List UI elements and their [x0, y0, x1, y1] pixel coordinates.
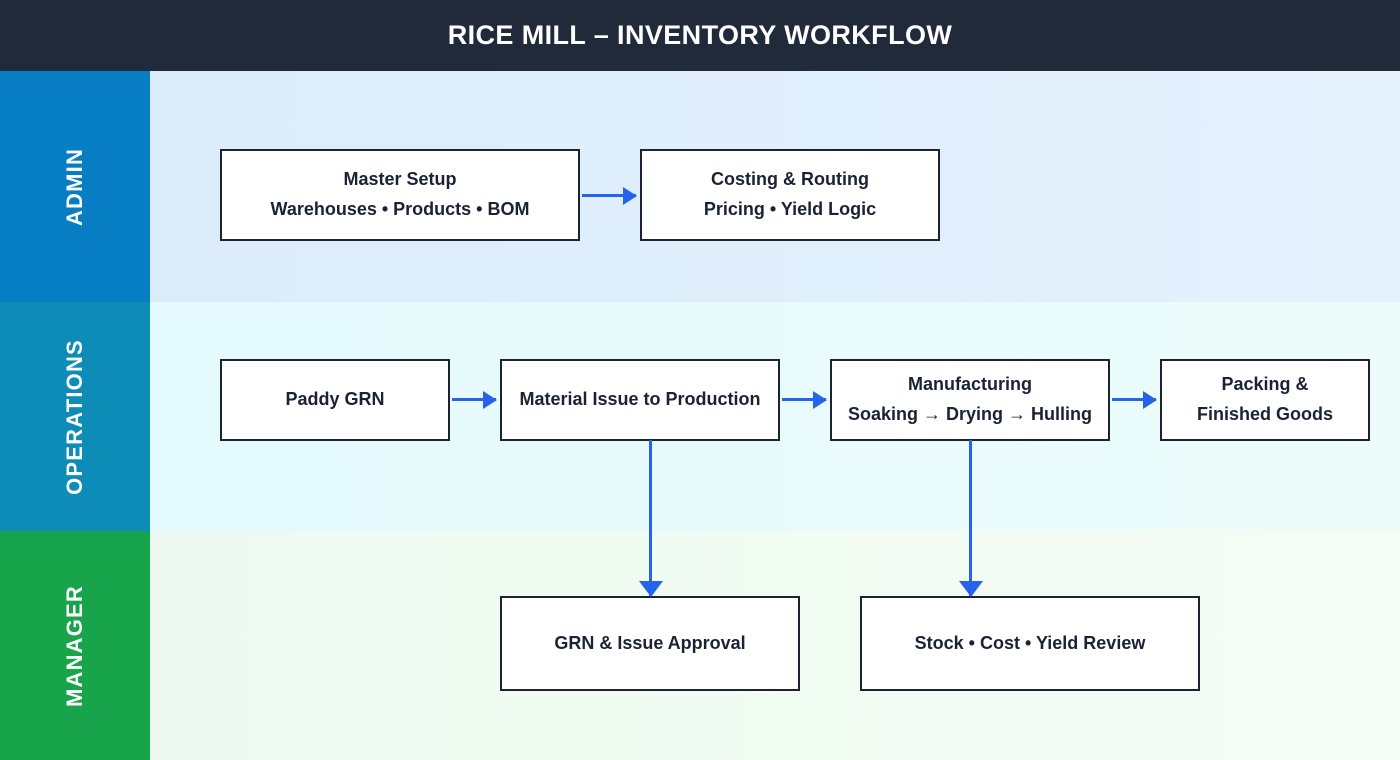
node-packing-subtitle: Finished Goods [1196, 404, 1333, 424]
swimlane-label-operations: OPERATIONS [62, 338, 88, 495]
swimlane-tab-manager: MANAGER [0, 531, 150, 760]
swimlane-body-manager: GRN & Issue Approval Stock • Cost • Yiel… [150, 531, 1400, 760]
node-packing-finished-goods[interactable]: Packing & Finished Goods [1160, 359, 1370, 441]
page-title: RICE MILL – INVENTORY WORKFLOW [447, 20, 953, 50]
node-manufacturing-subtitle: Soaking → Drying → Hulling [847, 404, 1092, 424]
node-costing-routing-subtitle: Pricing • Yield Logic [703, 199, 877, 219]
node-manufacturing-title: Manufacturing [908, 374, 1032, 395]
node-master-setup[interactable]: Master Setup Warehouses • Products • BOM [220, 149, 580, 241]
node-paddy-grn[interactable]: Paddy GRN [220, 359, 450, 441]
swimlane-label-admin: ADMIN [61, 147, 87, 226]
node-master-setup-title: Master Setup [343, 169, 457, 190]
node-packing-title: Packing & [1221, 374, 1309, 395]
node-material-issue-title: Material Issue to Production [519, 389, 761, 410]
page-header: RICE MILL – INVENTORY WORKFLOW [0, 0, 1400, 71]
node-paddy-grn-title: Paddy GRN [285, 389, 385, 410]
node-grn-approval-title: GRN & Issue Approval [554, 632, 746, 653]
node-costing-routing-title: Costing & Routing [711, 169, 869, 190]
node-master-setup-subtitle: Warehouses • Products • BOM [270, 199, 530, 219]
swimlane-body-admin: Master Setup Warehouses • Products • BOM… [150, 71, 1400, 302]
arrow-manufacturing-to-stock-review [969, 440, 972, 596]
node-stock-review-title: Stock • Cost • Yield Review [914, 632, 1146, 653]
swimlane-label-manager: MANAGER [61, 584, 87, 707]
arrow-material-issue-to-grn-approval [649, 440, 652, 596]
swimlane-tab-operations: OPERATIONS [0, 302, 150, 531]
swimlane-tab-admin: ADMIN [0, 71, 150, 302]
node-manufacturing[interactable]: Manufacturing Soaking → Drying → Hulling [830, 359, 1110, 441]
node-material-issue[interactable]: Material Issue to Production [500, 359, 780, 441]
swimlane-manager: MANAGER GRN & Issue Approval Stock • Cos… [0, 531, 1400, 760]
arrow-master-setup-to-costing [582, 194, 636, 197]
arrow-manufacturing-to-packing [1112, 398, 1156, 401]
swimlane-admin: ADMIN Master Setup Warehouses • Products… [0, 71, 1400, 302]
node-stock-cost-yield-review[interactable]: Stock • Cost • Yield Review [860, 596, 1200, 691]
node-grn-issue-approval[interactable]: GRN & Issue Approval [500, 596, 800, 691]
arrow-paddy-grn-to-material-issue [452, 398, 496, 401]
node-costing-routing[interactable]: Costing & Routing Pricing • Yield Logic [640, 149, 940, 241]
swimlane-operations: OPERATIONS Paddy GRN Material Issue to P… [0, 302, 1400, 531]
arrow-material-issue-to-manufacturing [782, 398, 826, 401]
swimlane-body-operations: Paddy GRN Material Issue to Production M… [150, 302, 1400, 531]
